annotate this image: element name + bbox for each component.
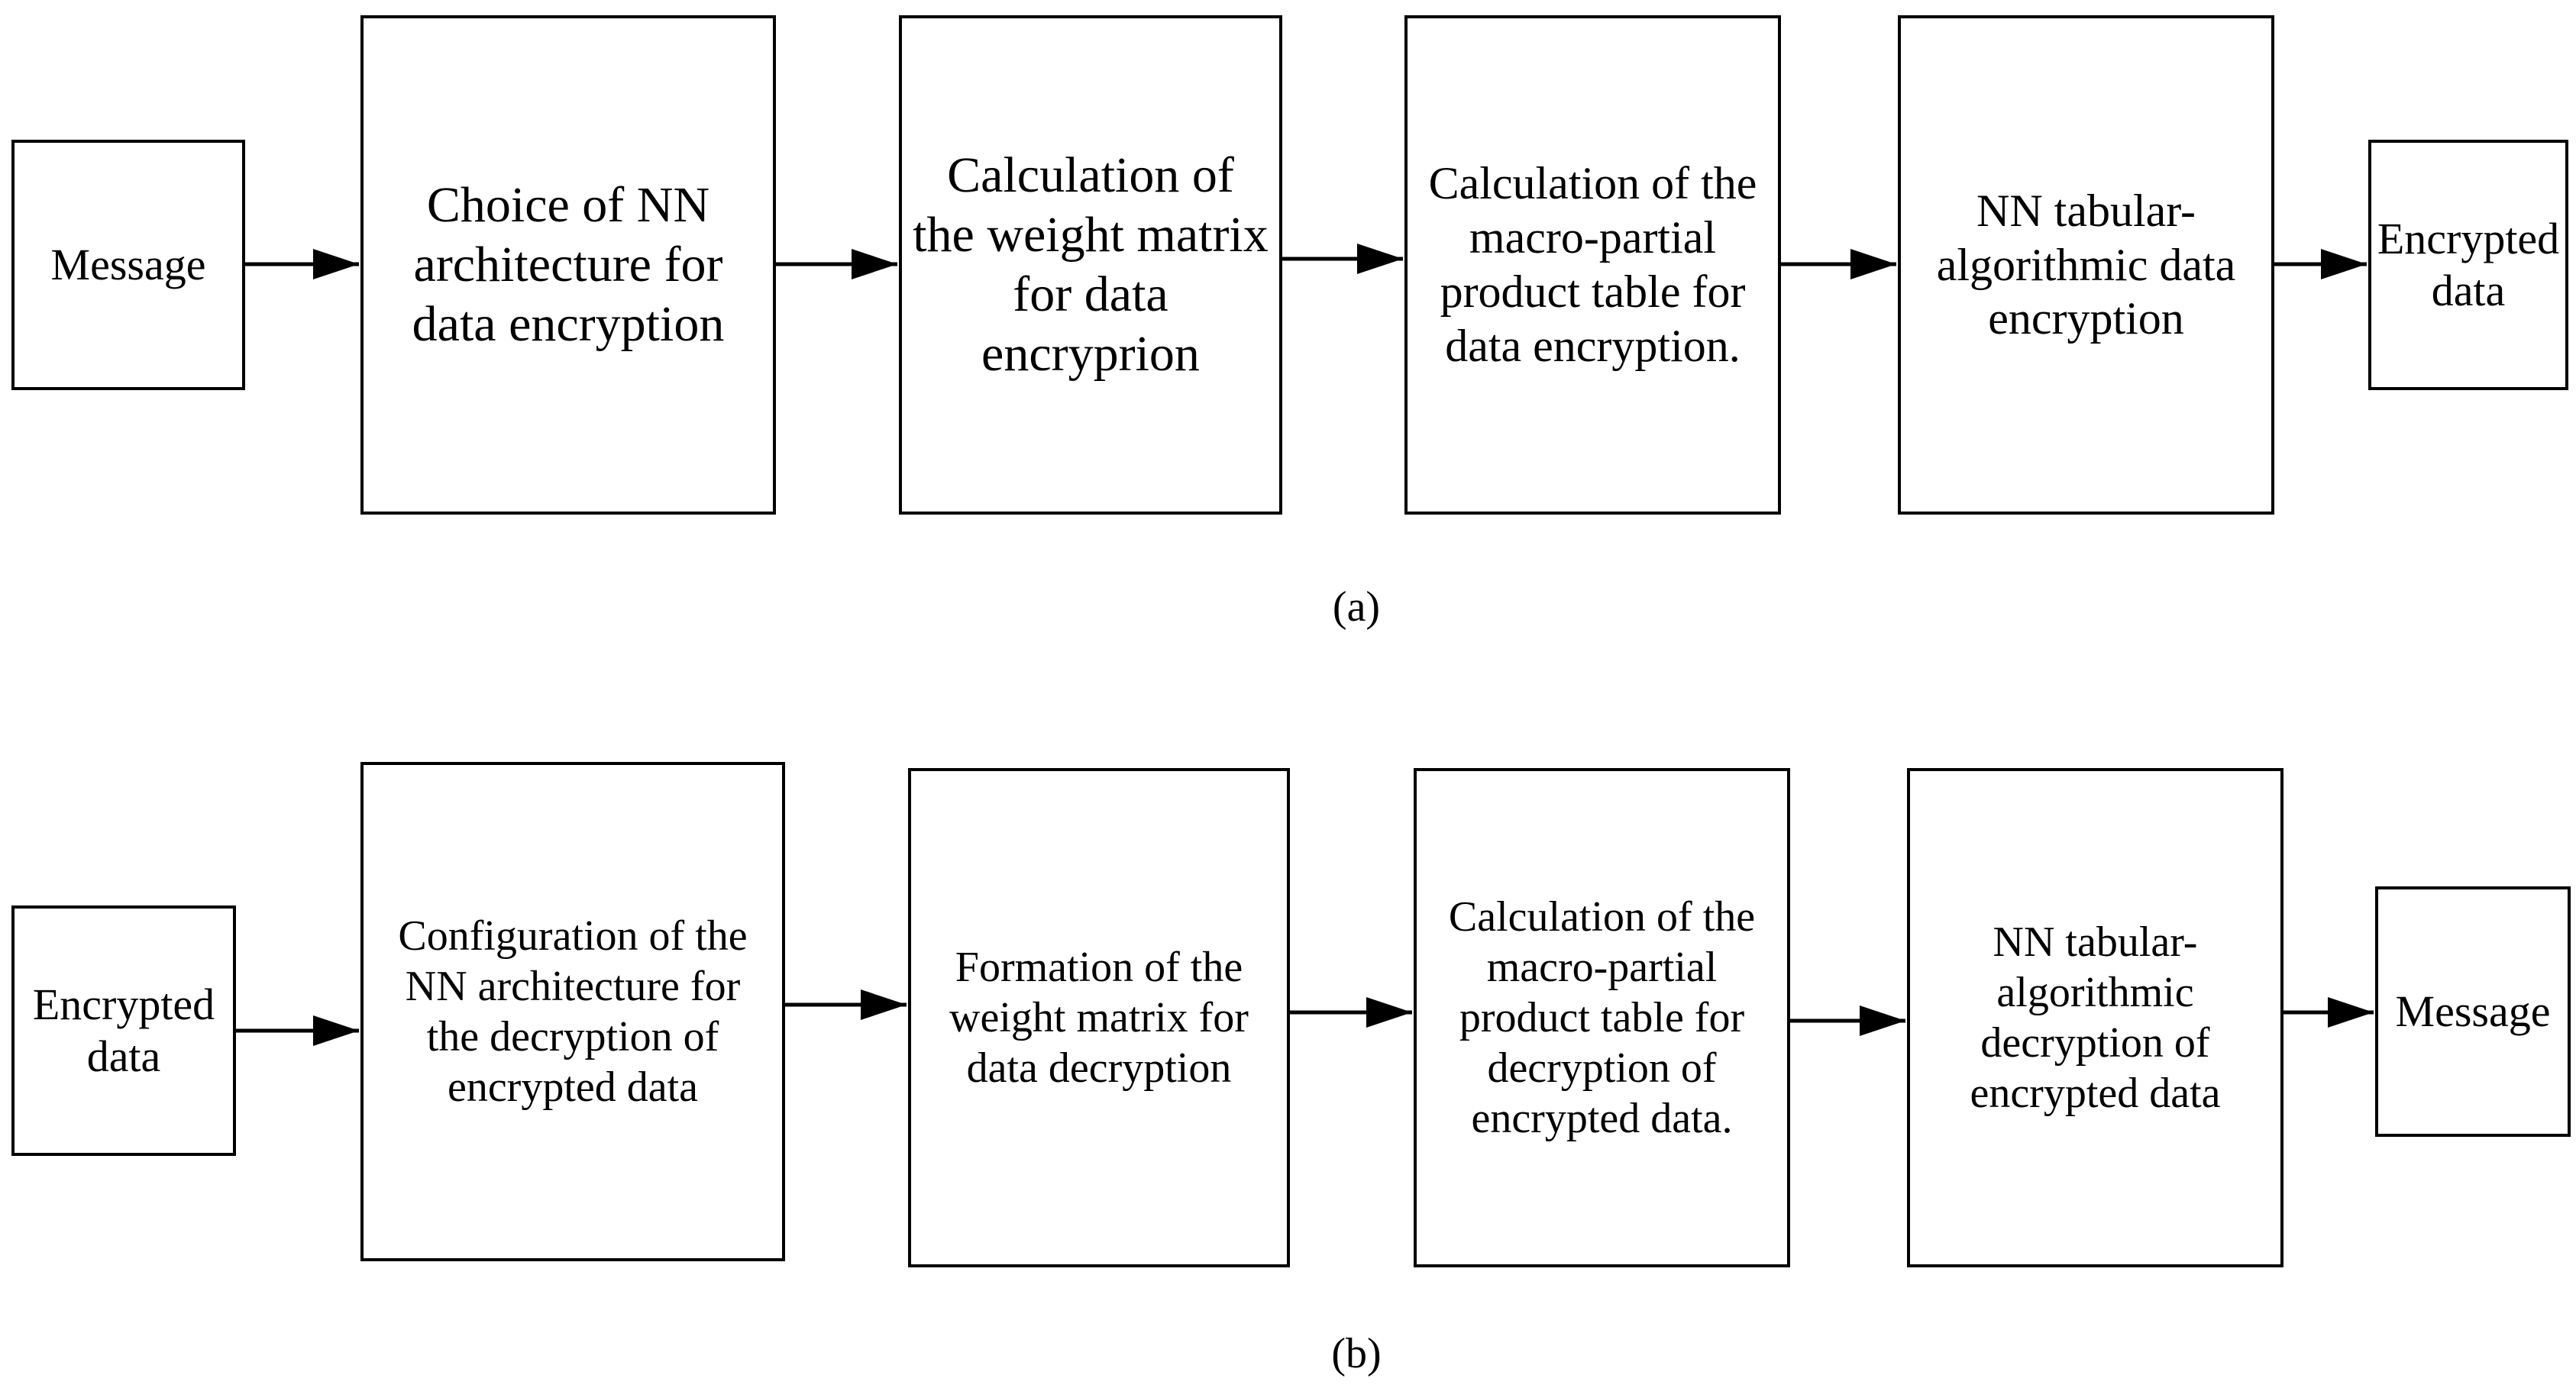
dec-step3-label: Calculation of the macro-partial product… xyxy=(1448,893,1756,1143)
caption-a: (a) xyxy=(1332,583,1381,631)
dec-step4-box: NN tabular- algorithmic decryption of en… xyxy=(1907,768,2283,1267)
dec-output-box: Message xyxy=(2375,886,2571,1137)
caption-b: (b) xyxy=(1331,1330,1382,1377)
dec-step3-box: Calculation of the macro-partial product… xyxy=(1414,768,1790,1267)
enc-step3-box: Calculation of the macro-partial product… xyxy=(1404,15,1781,515)
enc-step4-box: NN tabular- algorithmic data encryption xyxy=(1898,15,2274,515)
dec-step2-box: Formation of the weight matrix for data … xyxy=(908,768,1290,1267)
dec-input-box: Encrypted data xyxy=(11,905,236,1156)
enc-message-box: Message xyxy=(11,140,245,390)
enc-output-box: Encrypted data xyxy=(2368,140,2568,390)
enc-step4-label: NN tabular- algorithmic data encryption xyxy=(1936,185,2236,344)
enc-step2-box: Calculation of the weight matrix for dat… xyxy=(899,15,1282,515)
enc-step2-label: Calculation of the weight matrix for dat… xyxy=(913,147,1269,382)
dec-step1-label: Configuration of the NN architecture for… xyxy=(398,912,748,1112)
dec-step4-label: NN tabular- algorithmic decryption of en… xyxy=(1970,918,2221,1118)
dec-step1-box: Configuration of the NN architecture for… xyxy=(360,762,785,1261)
dec-input-label: Encrypted data xyxy=(32,979,215,1081)
enc-step3-label: Calculation of the macro-partial product… xyxy=(1428,158,1757,371)
dec-step2-label: Formation of the weight matrix for data … xyxy=(949,943,1249,1093)
enc-step1-label: Choice of NN architecture for data encry… xyxy=(412,177,725,352)
enc-output-label: Encrypted data xyxy=(2377,213,2560,315)
dec-output-label: Message xyxy=(2395,986,2551,1036)
enc-step1-box: Choice of NN architecture for data encry… xyxy=(360,15,776,515)
enc-message-label: Message xyxy=(50,239,206,289)
